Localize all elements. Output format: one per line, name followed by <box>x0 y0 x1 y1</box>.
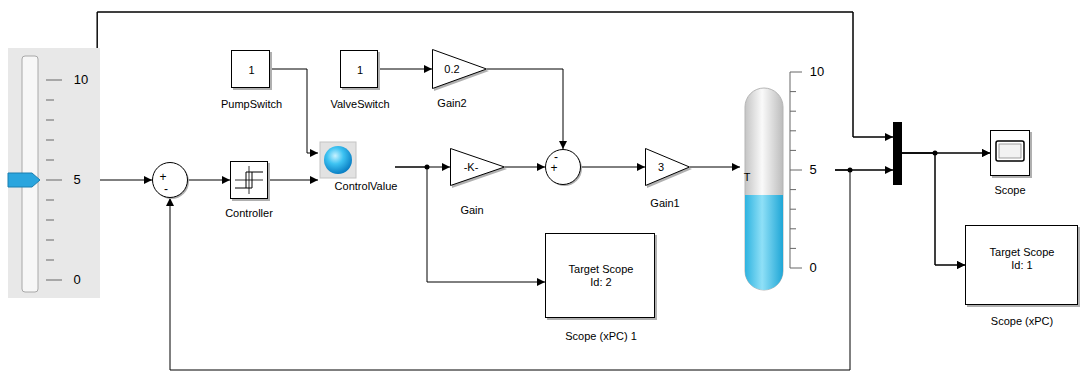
signal-line <box>487 69 563 149</box>
sum-sign: + <box>550 162 557 176</box>
scale-number: 5 <box>809 163 816 178</box>
gain-value: 0.2 <box>444 63 459 76</box>
sum-circle-outline <box>152 162 188 198</box>
block-name: Scope (xPC) <box>991 315 1053 328</box>
lamp-indicator: ControlValue <box>318 140 395 190</box>
scope-block-outline <box>990 130 1030 176</box>
signal-line <box>690 167 740 168</box>
block-name: Scope <box>994 184 1025 197</box>
signal-line <box>97 12 965 265</box>
scale-number: 0 <box>73 273 80 288</box>
signal-line <box>505 167 545 168</box>
scope-text: Target Scope Id: 1 <box>982 246 1062 271</box>
gain-triangle-outline <box>645 148 690 186</box>
signal-line <box>581 167 645 168</box>
block-box: Target Scope Id: 1Scope (xPC) <box>965 225 1078 305</box>
gain-value: -K- <box>464 161 479 174</box>
gain-value: 3 <box>658 161 664 174</box>
block-name: PumpSwitch <box>221 98 282 111</box>
signal-line <box>188 180 230 181</box>
scale-number: 10 <box>74 73 88 88</box>
signal-line <box>100 180 152 181</box>
sum-sign: - <box>554 151 558 165</box>
block-name: Gain2 <box>437 97 466 110</box>
scale-number: 5 <box>73 173 80 188</box>
block-value: 1 <box>357 64 363 77</box>
signal-line <box>268 180 318 181</box>
tank-gauge: 10 5 0 T <box>740 60 835 292</box>
block-name: ControlValue <box>335 180 398 193</box>
gain-triangle: 0.2Gain2 <box>432 49 487 89</box>
branch-dot <box>848 168 853 173</box>
branch-dot <box>425 165 430 170</box>
gain-triangle: 3Gain1 <box>645 148 690 186</box>
block-box: 1ValveSwitch <box>340 50 378 88</box>
signal-line <box>170 170 850 370</box>
tank-gauge-outline <box>740 60 835 292</box>
sum-circle-outline <box>545 149 581 185</box>
signal-line <box>270 69 318 153</box>
mux-bar <box>893 122 902 185</box>
block-name: T <box>744 171 751 184</box>
block-box: 1PumpSwitch <box>231 50 270 88</box>
branch-dot <box>933 151 938 156</box>
sum-circle: +- <box>152 162 188 198</box>
scale-number: 0 <box>809 261 816 276</box>
gain-triangle: -K-Gain <box>450 148 505 186</box>
block-name: Controller <box>225 207 273 220</box>
signal-line <box>395 167 545 282</box>
block-box: Target Scope Id: 2Scope (xPC) 1 <box>545 233 655 318</box>
signal-line <box>97 12 990 153</box>
block-name: Scope (xPC) 1 <box>565 330 637 343</box>
scale-number: 10 <box>810 65 824 80</box>
signal-line <box>378 69 432 70</box>
block-value: 1 <box>248 64 254 77</box>
controller-block-outline <box>230 161 268 199</box>
signal-line <box>835 153 990 170</box>
scope-text: Target Scope Id: 2 <box>561 263 641 288</box>
sum-circle: +- <box>545 149 581 185</box>
mux-input-arrow <box>885 166 893 174</box>
block-name: ValveSwitch <box>330 98 389 111</box>
controller-block: Controller <box>230 161 268 199</box>
block-name: Gain <box>460 204 483 217</box>
block-name: Gain1 <box>650 197 679 210</box>
slider-gauge: 10 5 0 <box>8 48 100 298</box>
sum-sign: - <box>164 183 168 197</box>
scope-block: Scope <box>990 130 1030 176</box>
mux-input-arrow <box>885 133 893 141</box>
